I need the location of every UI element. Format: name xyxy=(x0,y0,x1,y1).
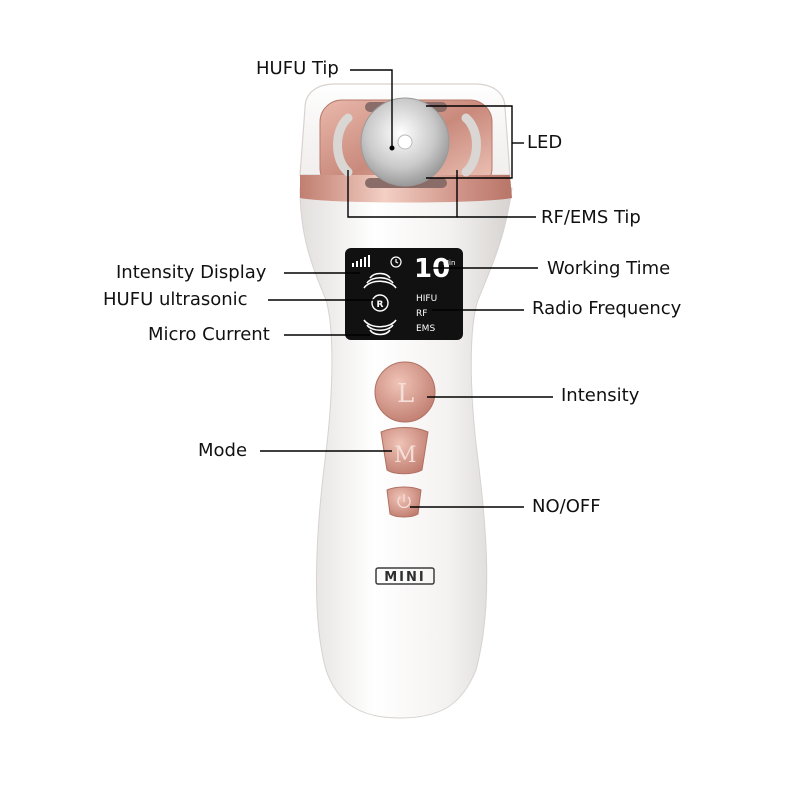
hufu-tip-center xyxy=(397,134,413,150)
label-radio-frequency: Radio Frequency xyxy=(532,298,682,319)
callout-lines xyxy=(260,69,553,508)
rose-gold-band xyxy=(300,175,512,203)
label-led: LED xyxy=(527,132,563,153)
lcd-mode-ems: EMS xyxy=(416,324,435,334)
intensity-button-letter: L xyxy=(397,379,414,409)
rf-electrode-right xyxy=(461,113,481,177)
label-intensity: Intensity xyxy=(561,385,640,406)
mode-button[interactable] xyxy=(380,427,429,475)
label-micro-current: Micro Current xyxy=(148,324,270,345)
lcd-time-value: 10 xyxy=(414,254,450,284)
power-icon xyxy=(397,494,411,509)
label-hufu-ultrasonic: HUFU ultrasonic xyxy=(103,289,248,310)
label-hufu-tip: HUFU Tip xyxy=(256,58,339,79)
signal-bars-icon xyxy=(352,255,370,267)
brand-logo-text: MINI xyxy=(384,570,426,585)
brand-logo: MINI xyxy=(375,567,435,585)
label-working-time: Working Time xyxy=(547,258,671,279)
lcd-screen xyxy=(345,248,463,340)
hufu-tip-pointer-dot xyxy=(389,145,395,151)
hufu-ultrasonic-icon xyxy=(371,294,389,312)
clock-icon xyxy=(390,256,402,268)
label-on-off: NO/OFF xyxy=(532,496,601,517)
hufu-ultrasonic-letter: R xyxy=(377,300,384,310)
intensity-button[interactable] xyxy=(374,361,436,423)
label-mode: Mode xyxy=(198,440,248,461)
lcd-time-unit: Min xyxy=(443,259,455,267)
lcd-mode-rf: RF xyxy=(416,309,427,319)
label-rf-ems-tip: RF/EMS Tip xyxy=(541,207,641,228)
mode-button-letter: M xyxy=(394,443,417,468)
lcd-mode-hifu: HIFU xyxy=(416,294,437,304)
rf-electrode-left xyxy=(333,113,353,177)
ultrasonic-waves-icon xyxy=(363,272,397,336)
label-intensity-display: Intensity Display xyxy=(116,262,267,283)
